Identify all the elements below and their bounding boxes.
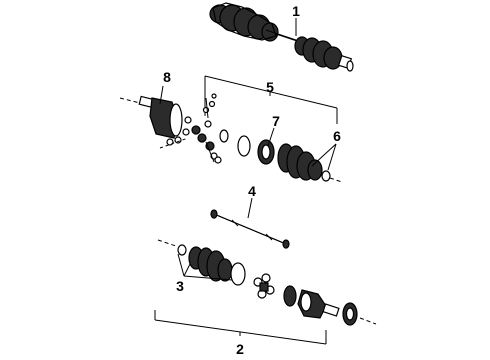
callout-4: 4	[248, 183, 256, 199]
boot-retainer	[257, 139, 275, 165]
callout-1: 1	[292, 3, 300, 19]
clamp-ring-inner	[237, 135, 251, 157]
outer-small-clamp	[177, 244, 187, 256]
callout-8: 8	[163, 69, 171, 85]
inner-boot	[209, 2, 279, 42]
small-clamp	[321, 170, 331, 182]
outer-large-clamp	[230, 262, 246, 286]
outer-boot-lower	[188, 246, 233, 282]
spider-assembly	[159, 93, 222, 164]
outer-cv-housing	[297, 289, 340, 319]
callout-7: 7	[272, 113, 280, 129]
inner-race	[283, 285, 297, 307]
leader-lines	[159, 18, 337, 281]
tripod-housing	[138, 95, 183, 139]
half-shaft-assembly	[209, 2, 354, 72]
mid-boot	[277, 143, 323, 181]
snap-ring	[219, 129, 229, 143]
callout-5: 5	[266, 79, 274, 95]
callout-2: 2	[236, 341, 244, 357]
axle-shaft	[210, 209, 290, 249]
callout-6: 6	[333, 128, 341, 144]
bearing-cage	[253, 273, 275, 299]
outer-boot	[294, 36, 343, 70]
callout-3: 3	[176, 278, 184, 294]
bracket-2	[154, 310, 327, 345]
